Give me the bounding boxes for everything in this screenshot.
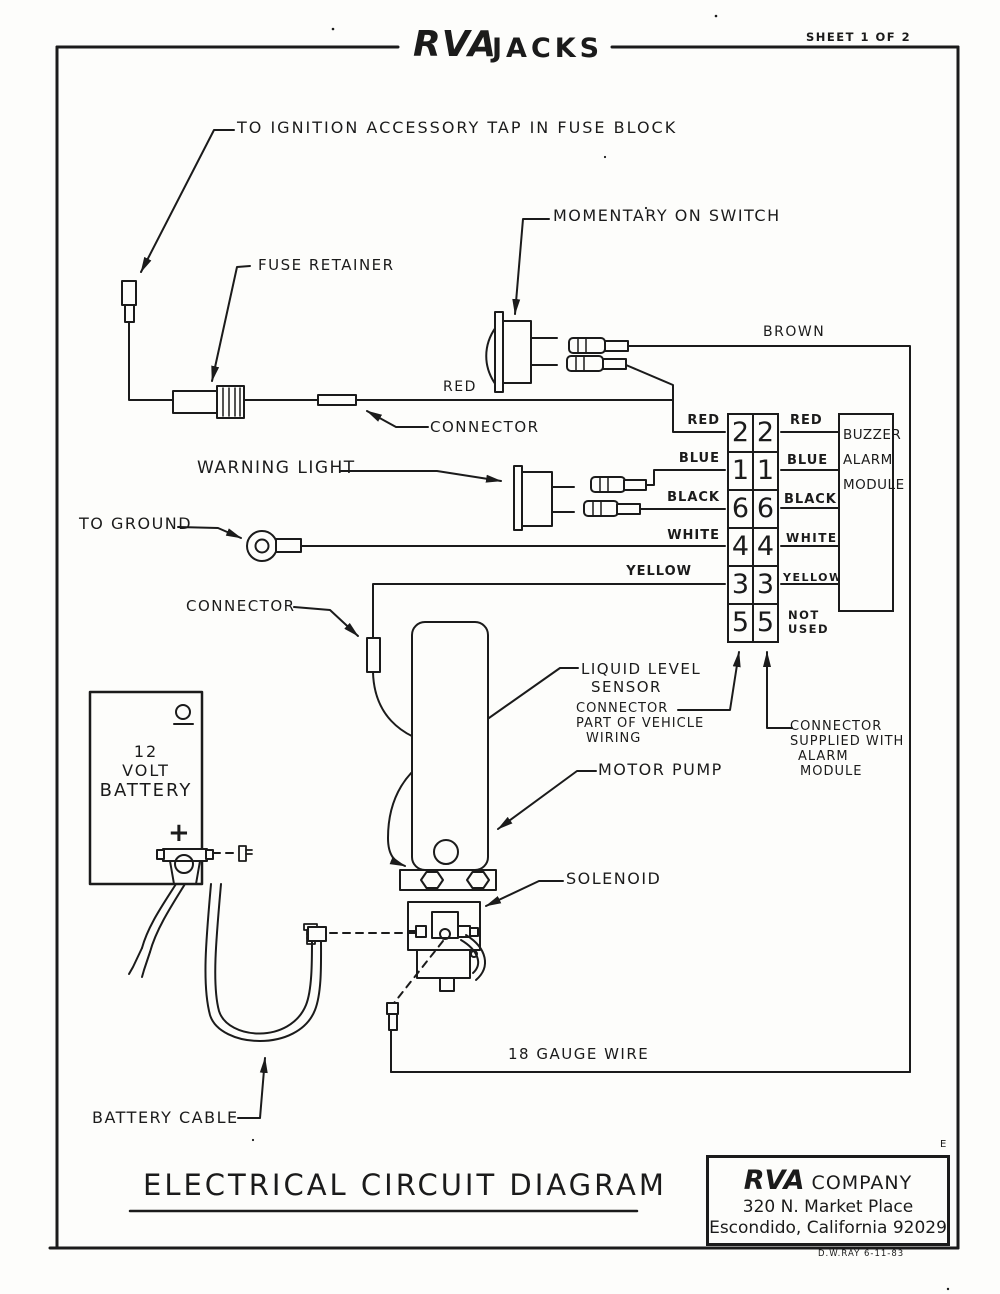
wire-label-red-left: RED [687, 413, 720, 428]
company-address2: Escondido, California 92029 [709, 1218, 947, 1238]
switch-terminal-upper [568, 337, 629, 354]
ignition-terminal [121, 280, 174, 401]
block-to-module-wires [780, 431, 839, 585]
connector-vehicle-label: CONNECTOR PART OF VEHICLE WIRING [576, 701, 705, 746]
wire-label-black-left: BLACK [667, 490, 720, 505]
corner-mark: E [940, 1139, 948, 1150]
connector-top-label: CONNECTOR [430, 418, 540, 436]
motor-pump-leader [497, 770, 597, 830]
momentary-leader [512, 218, 550, 315]
page-border [48, 45, 960, 1250]
wire-label-white-left: WHITE [667, 528, 720, 543]
wire-label-black-right: BLACK [784, 492, 837, 507]
to-ground-label: TO GROUND [79, 514, 193, 533]
pin-row-4: 4 4 [727, 527, 779, 567]
wire-label-blue-right: BLUE [787, 453, 829, 468]
battery-label: 12 VOLT BATTERY [99, 742, 193, 801]
negative-cable [128, 883, 186, 978]
momentary-switch [485, 311, 558, 393]
connector-left-label: CONNECTOR [186, 597, 296, 615]
specks [251, 14, 950, 1291]
company-address1: 320 N. Market Place [742, 1197, 914, 1217]
mounting-bracket [399, 869, 497, 891]
wire-label-yellow-left: YELLOW [626, 564, 692, 579]
connector-vehicle-leader [677, 651, 741, 711]
title-brand: RVA [413, 24, 497, 65]
solenoid-label: SOLENOID [566, 869, 662, 888]
pin-row-5: 5 5 [727, 603, 779, 643]
connector-alarm-label: CONNECTOR SUPPLIED WITH ALARM MODULE [790, 719, 905, 779]
ground-ring-terminal [246, 530, 726, 562]
sheet-label: SHEET 1 OF 2 [806, 30, 912, 44]
to-ground-leader [177, 526, 242, 539]
fuse-retainer-label: FUSE RETAINER [258, 256, 395, 274]
drafter-note: D.W.RAY 6-11-83 [818, 1249, 905, 1259]
battery-plus-mark: + [168, 818, 192, 848]
red-wire-label: RED [443, 379, 477, 395]
connector-alarm-leader [763, 651, 793, 729]
wire-label-blue-left: BLUE [678, 451, 720, 466]
title-product: JACKS [492, 33, 604, 64]
connector-pin-block: 2 2 1 1 6 6 4 4 3 3 5 5 [727, 413, 779, 643]
red-wire-to-block [625, 364, 726, 433]
ignition-label: TO IGNITION ACCESSORY TAP IN FUSE BLOCK [237, 118, 678, 137]
fuse-retainer-leader [211, 265, 251, 382]
buzzer-alarm-module: BUZZER ALARM MODULE [838, 413, 904, 612]
sensor-leader [461, 667, 579, 738]
solenoid [407, 901, 486, 992]
company-brand: RVA [743, 1165, 805, 1196]
momentary-switch-label: MOMENTARY ON SWITCH [553, 206, 781, 225]
wire-label-red-right: RED [790, 413, 823, 428]
pin-row-6: 6 6 [727, 489, 779, 529]
pin-row-2: 2 2 [727, 413, 779, 453]
diagram-title: ELECTRICAL CIRCUIT DIAGRAM [143, 1168, 667, 1202]
liquid-level-sensor-label: LIQUID LEVEL SENSOR [581, 660, 702, 696]
company-word: COMPANY [811, 1172, 913, 1194]
pin-row-3: 3 3 [727, 565, 779, 605]
yellow-wire [372, 583, 726, 639]
inline-connector [317, 394, 357, 406]
wire-label-not-used: NOT USED [788, 608, 830, 636]
brown-wire-label: BROWN [763, 324, 826, 340]
gauge-wire-label: 18 GAUGE WIRE [508, 1045, 650, 1063]
bolt-glyphs [238, 845, 318, 945]
warning-light-terminal-upper [590, 469, 726, 493]
brown-wire [627, 345, 911, 1073]
warning-light-terminal-lower [583, 500, 726, 517]
fuse-retainer [172, 385, 245, 419]
switch-terminal-lower [566, 355, 627, 372]
warning-light-label: WARNING LIGHT [197, 458, 356, 478]
connector-top-leader [366, 410, 429, 428]
wire-end-connector [386, 1002, 399, 1073]
pin-row-1: 1 1 [727, 451, 779, 491]
motor-pump [411, 621, 489, 871]
solenoid-leader [485, 880, 564, 907]
battery-cable [204, 883, 327, 1042]
wire-label-yellow-right: YELLOW [783, 571, 843, 584]
battery-clamp [156, 848, 214, 885]
motor-pump-label: MOTOR PUMP [598, 760, 723, 779]
company-title-block: RVA COMPANY 320 N. Market Place Escondid… [706, 1155, 950, 1246]
wire-label-white-right: WHITE [786, 531, 838, 545]
battery-cable-label: BATTERY CABLE [92, 1108, 239, 1127]
connector-left-leader [293, 606, 359, 637]
warning-light [513, 465, 575, 531]
sensor-wire-connector [366, 637, 381, 673]
battery-cable-leader [237, 1057, 268, 1119]
warning-light-leader [340, 470, 502, 483]
ignition-leader [140, 129, 235, 273]
